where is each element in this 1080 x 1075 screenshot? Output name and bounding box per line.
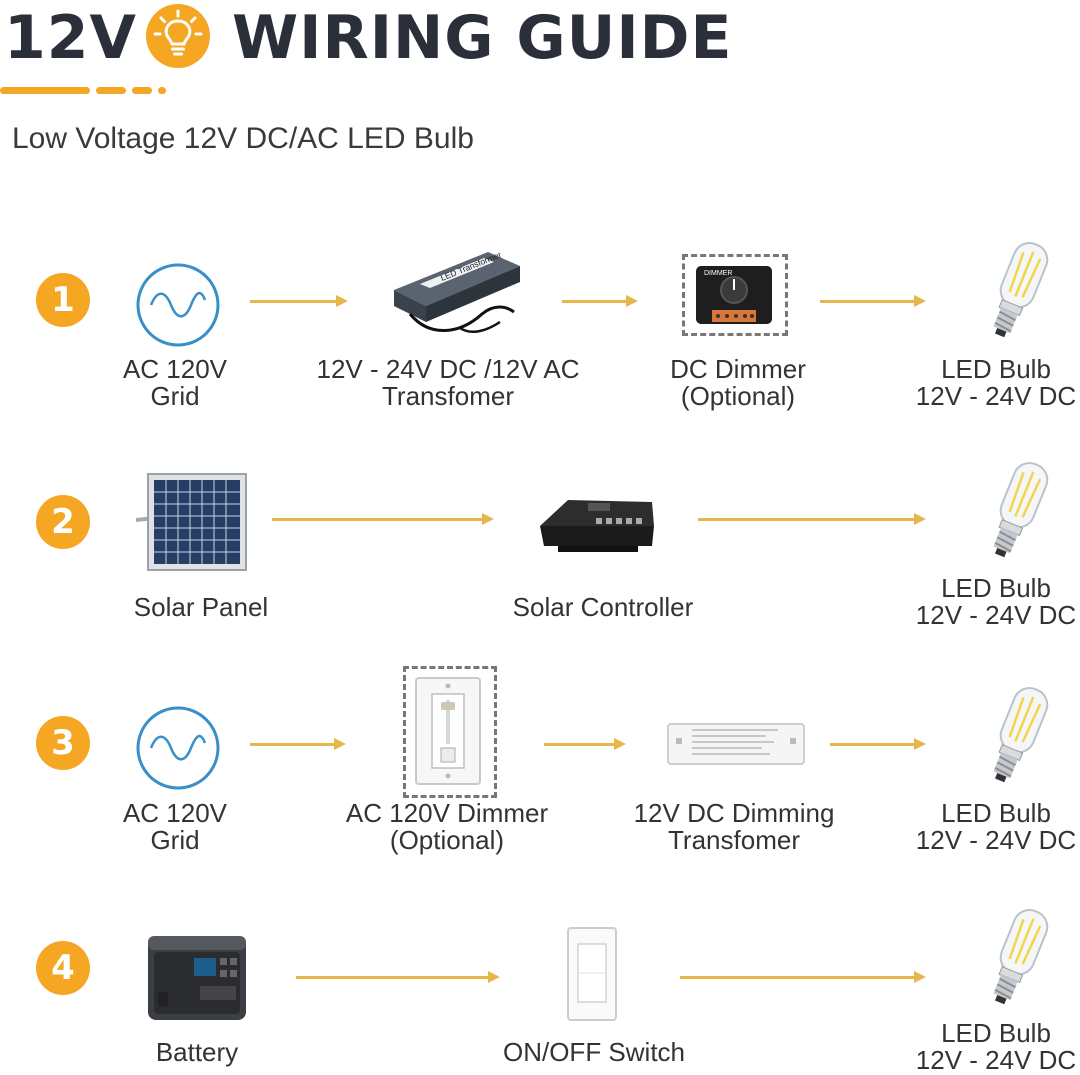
- flow-arrow: [272, 512, 494, 526]
- label-ac-dimmer: AC 120V Dimmer (Optional): [345, 798, 549, 855]
- label-switch: ON/OFF Switch: [502, 1037, 685, 1067]
- flow-arrow: [250, 737, 346, 751]
- lightbulb-icon: [146, 4, 210, 68]
- ac-grid-icon: [136, 263, 220, 347]
- step-number-2: 2: [36, 495, 90, 549]
- wall-dimmer-icon: [415, 677, 481, 785]
- solar-controller-icon: [540, 500, 654, 552]
- label-solar-panel: Solar Panel: [133, 592, 269, 622]
- optional-dashed-border: [403, 666, 497, 798]
- title-12v: 12V: [4, 3, 137, 73]
- dimming-transformer-icon: [667, 723, 805, 765]
- step-number-3: 3: [36, 716, 90, 770]
- label-dimming-transformer: 12V DC Dimming Transfomer: [633, 798, 835, 855]
- led-bulb-icon: [993, 686, 1049, 783]
- label-battery: Battery: [155, 1037, 239, 1067]
- flow-arrow: [250, 294, 348, 308]
- flow-arrow: [698, 512, 926, 526]
- led-bulb-icon: [993, 908, 1049, 1005]
- step-number-1: 1: [36, 273, 90, 327]
- led-bulb-icon: [993, 461, 1049, 558]
- label-led-bulb: LED Bulb 12V - 24V DC: [915, 1018, 1077, 1075]
- optional-dashed-border: [682, 254, 788, 336]
- label-led-bulb: LED Bulb 12V - 24V DC: [915, 798, 1077, 855]
- label-transformer: 12V - 24V DC /12V AC Transfomer: [316, 354, 580, 411]
- subtitle: Low Voltage 12V DC/AC LED Bulb: [12, 122, 474, 155]
- label-solar-controller: Solar Controller: [512, 592, 694, 622]
- led-transformer-icon: LED Transformer: [394, 249, 520, 333]
- dimmer-device-text: DIMMER: [704, 270, 732, 277]
- ac-grid-icon: [136, 706, 220, 790]
- label-ac-grid: AC 120V Grid: [122, 354, 228, 411]
- battery-icon: [148, 936, 246, 1020]
- flow-arrow: [296, 970, 500, 984]
- flow-arrow: [680, 970, 926, 984]
- title-underline-dash: [0, 87, 90, 94]
- flow-arrow: [820, 294, 926, 308]
- dc-dimmer-icon: DIMMER: [696, 266, 772, 324]
- flow-arrow: [830, 737, 926, 751]
- solar-panel-icon: [135, 473, 247, 571]
- switch-icon: [567, 927, 617, 1021]
- label-ac-grid: AC 120V Grid: [122, 798, 228, 855]
- label-led-bulb: LED Bulb 12V - 24V DC: [915, 354, 1077, 411]
- title-underline-dash: [158, 87, 166, 94]
- flow-arrow: [544, 737, 626, 751]
- title-underline-dash: [96, 87, 126, 94]
- title-underline-dash: [132, 87, 152, 94]
- label-led-bulb: LED Bulb 12V - 24V DC: [915, 573, 1077, 630]
- led-bulb-icon: [993, 241, 1049, 338]
- flow-arrow: [562, 294, 638, 308]
- step-number-4: 4: [36, 941, 90, 995]
- label-dc-dimmer: DC Dimmer (Optional): [670, 354, 806, 411]
- page-title: 12V WIRING GUIDE: [0, 0, 1080, 80]
- title-wiring-guide: WIRING GUIDE: [232, 3, 733, 73]
